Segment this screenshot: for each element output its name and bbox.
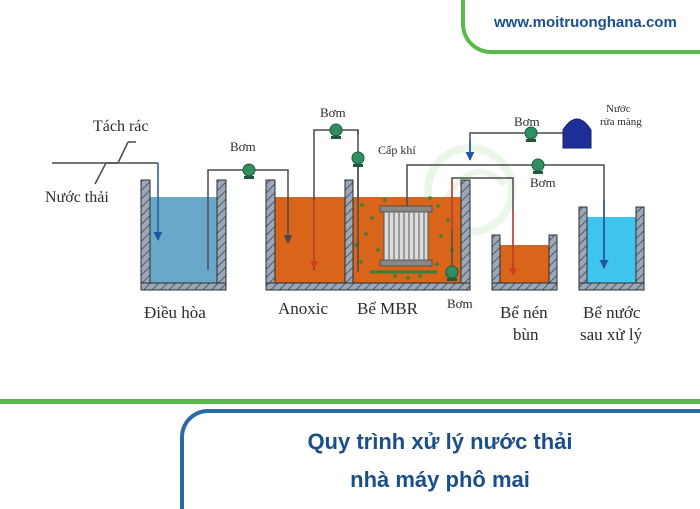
- screen-inflow: [52, 141, 163, 241]
- tank-anoxic-mbr: [265, 179, 471, 291]
- tank-label-be-nen-bun-1: Bể nén: [500, 303, 548, 322]
- label-tach-rac: Tách rác: [93, 118, 149, 135]
- caption-panel: [180, 409, 700, 509]
- label-bom-4: Bơm: [530, 175, 556, 190]
- tank-be-nen-bun: [491, 234, 558, 291]
- tank-label-dieu-hoa: Điều hòa: [144, 303, 206, 322]
- label-nuoc-rua-mang-1: Nước: [606, 103, 631, 115]
- label-bom-1: Bơm: [230, 139, 256, 154]
- pump-2: [329, 123, 343, 139]
- tank-label-be-nuoc-1: Bể nước: [583, 303, 641, 322]
- pump-1: [242, 163, 256, 179]
- backwash-tank: [562, 118, 592, 149]
- header-banner: [461, 0, 700, 54]
- tank-label-be-nuoc-2: sau xử lý: [580, 325, 643, 344]
- pipe-sludge: [451, 177, 517, 276]
- tank-label-anoxic: Anoxic: [278, 299, 329, 318]
- tank-dieu-hoa: [140, 179, 227, 291]
- website-url[interactable]: www.moitruonghana.com: [494, 14, 677, 31]
- process-diagram: Tách rác Nước thải Bơm Bơm Cấp khí Bơm N…: [45, 103, 645, 344]
- label-bom-5: Bơm: [447, 296, 473, 311]
- membrane-module: [379, 205, 433, 267]
- label-cap-khi: Cấp khí: [378, 143, 416, 157]
- label-nuoc-thai: Nước thải: [45, 189, 109, 206]
- pipe-permeate: [406, 164, 609, 269]
- footer-divider: [0, 399, 700, 404]
- label-bom-2: Bơm: [320, 105, 346, 120]
- pump-5: [445, 265, 459, 281]
- pump-3: [524, 126, 538, 142]
- tank-label-be-mbr: Bể MBR: [357, 299, 419, 318]
- pump-4: [531, 158, 545, 174]
- pump-air: [351, 151, 365, 167]
- tank-label-be-nen-bun-2: bùn: [513, 325, 539, 344]
- caption-line-2: nhà máy phô mai: [350, 467, 530, 492]
- label-nuoc-rua-mang-2: rửa màng: [600, 116, 642, 128]
- tank-be-nuoc-sau-xu-ly: [578, 206, 645, 291]
- label-bom-3: Bơm: [514, 114, 540, 129]
- caption-line-1: Quy trình xử lý nước thải: [307, 429, 573, 454]
- diagram-caption: Quy trình xử lý nước thải nhà máy phô ma…: [205, 423, 675, 499]
